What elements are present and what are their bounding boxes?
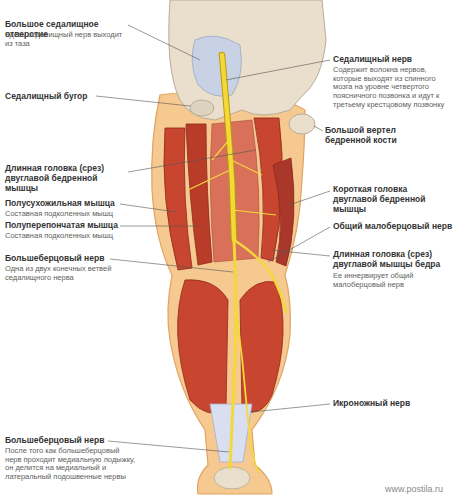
- gastrocnemius-lateral: [240, 281, 283, 412]
- label-heading: Общий малоберцовый нерв: [333, 222, 453, 232]
- label-watermark: www.postila.ru: [385, 484, 457, 494]
- sciatic-nerve: [222, 55, 234, 240]
- label-heading: Длинная головка (срез) двуглавой мышцы б…: [333, 250, 453, 270]
- gastrocnemius-medial: [178, 280, 228, 414]
- muscular-branches: [188, 140, 276, 215]
- sural-nerve: [235, 300, 258, 472]
- label-heading: Полусухожильная мышца: [5, 199, 125, 209]
- semimembranosus-muscle: [186, 124, 212, 265]
- label-note: После того как большеберцовый нерв прохо…: [5, 447, 137, 482]
- label-heading: Икроножный нерв: [333, 399, 453, 409]
- pelvis-bone: [169, 0, 326, 120]
- label-heading: Большеберцовый нерв: [5, 254, 125, 264]
- label-note: Здесь седалищный нерв выходит из таза: [5, 31, 125, 48]
- label-note: Составная подколенных мышц: [5, 210, 125, 219]
- heel-bone: [214, 467, 250, 489]
- sciatic-nerve-edge: [222, 55, 234, 240]
- sciatic-foramen: [192, 36, 241, 96]
- tibial-nerve: [230, 240, 236, 468]
- label-note: Ее иннервирует общий малоберцовый нерв: [333, 272, 453, 289]
- ischial-tuberosity: [190, 100, 214, 116]
- leader-lines: [96, 25, 330, 452]
- label-note: Содержит волокна нервов, которые выходят…: [333, 66, 455, 109]
- greater-trochanter: [289, 114, 315, 134]
- label-heading: Полуперепончатая мышца: [5, 221, 125, 231]
- label-note: Составная подколенных мышц: [5, 232, 125, 241]
- label-heading: Большеберцовый нерв: [5, 436, 125, 446]
- label-heading: Седалищный бугор: [5, 92, 125, 102]
- label-note: Одна из двух конечных ветвей седалищного…: [5, 265, 123, 282]
- biceps-short-head: [273, 158, 294, 266]
- label-heading: Короткая головка двуглавой бедренной мыш…: [333, 185, 453, 214]
- label-heading: Седалищный нерв: [333, 55, 455, 65]
- label-heading: Длинная головка (срез) двуглавой бедренн…: [5, 164, 127, 193]
- label-heading: Большой вертел бедренной кости: [325, 126, 440, 146]
